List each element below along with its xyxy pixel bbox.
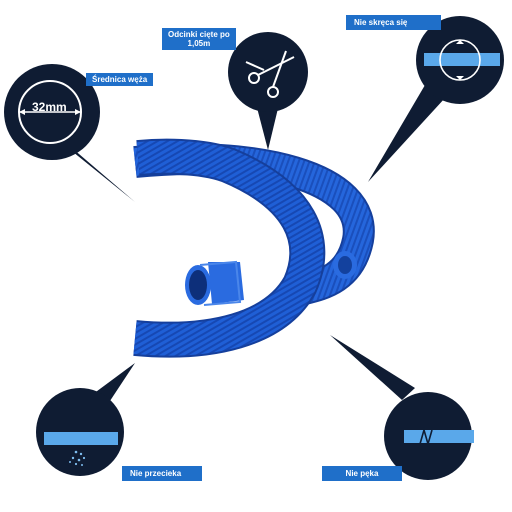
diameter-badge [4,64,100,160]
diameter-value: 32mm [32,100,67,114]
no-twist-callout-pointer [368,85,445,182]
scissors-callout-pointer [255,100,280,150]
no-twist-badge [416,16,504,104]
cut-segments-label-line2: 1,05m [187,39,211,48]
no-crack-label: Nie pęka [322,466,402,481]
no-crack-icon [419,427,433,447]
cut-segments-label-line1: Odcinki cięte po [168,30,230,39]
no-crack-callout-pointer [330,335,415,400]
cut-segments-label: Odcinki cięte po 1,05m [162,28,236,50]
pool-hose-image [133,138,375,358]
no-leak-icon [69,450,86,466]
no-twist-label: Nie skręca się [346,15,441,30]
no-crack-badge [384,392,474,480]
scissors-icon [245,50,295,98]
diameter-label: Średnica węża [86,73,154,86]
scissors-badge [228,32,308,112]
no-leak-badge [36,388,124,476]
no-leak-label: Nie przecieka [122,466,202,481]
no-twist-icon [439,39,481,81]
